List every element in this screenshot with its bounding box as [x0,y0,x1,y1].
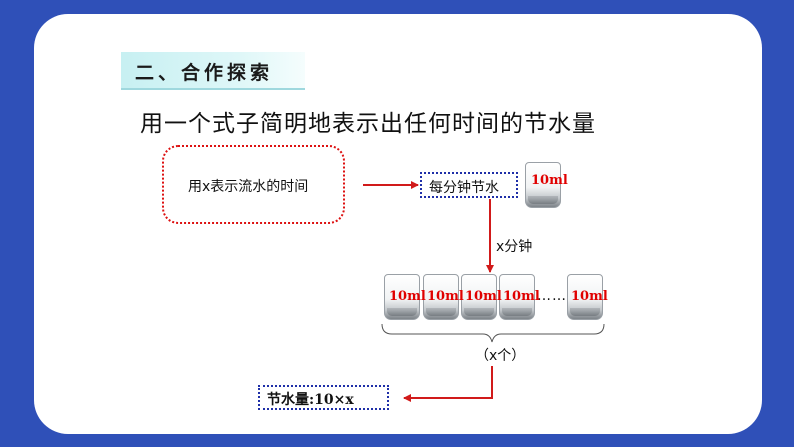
main-heading: 用一个式子简明地表示出任何时间的节水量 [140,111,596,137]
condition-box: 用x表示流水的时间 [162,145,345,224]
minutes-label: x分钟 [496,239,533,255]
count-label: （x个） [475,348,526,364]
brace [381,323,605,343]
section-title: 二、合作探索 [135,62,274,84]
arrow-to-result [403,366,493,402]
result-box: 节水量:10×x [258,385,389,410]
glass-row-4 [499,274,535,320]
glass-row-2 [423,274,459,320]
result-text: 节水量:10×x [267,392,354,408]
glass-single [525,162,561,208]
glass-row-1-label: 10ml [389,289,426,304]
glass-row-5 [567,274,603,320]
per-minute-box: 每分钟节水 [420,172,518,198]
glass-single-label: 10ml [531,173,568,188]
condition-text: 用x表示流水的时间 [188,179,309,195]
glass-row-2-label: 10ml [427,289,464,304]
glass-row-3 [461,274,497,320]
glass-row-5-label: 10ml [571,289,608,304]
glass-row-3-label: 10ml [465,289,502,304]
glass-row-1 [384,274,420,320]
ellipsis: …… [537,288,567,304]
section-tag: 二、合作探索 [121,52,305,90]
per-minute-text: 每分钟节水 [429,180,499,196]
glass-row-4-label: 10ml [503,289,540,304]
